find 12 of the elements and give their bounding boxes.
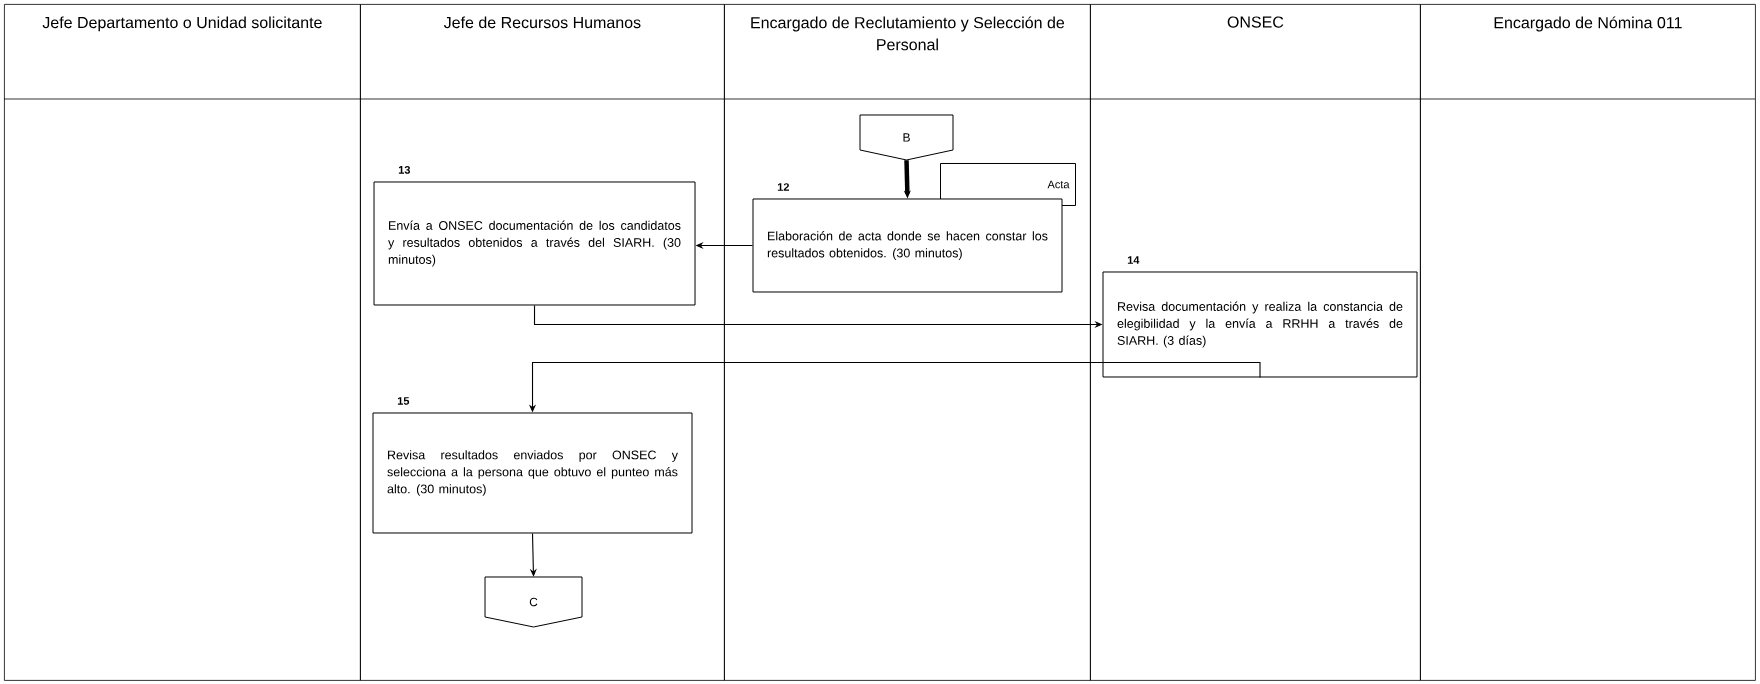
process-box: Envía a ONSEC documentación de los candidatos y resultados obtenidos a través del SIARH. (30 minutos) bbox=[373, 181, 696, 306]
process-box: Elaboración de acta donde se hacen constar los resultados obtenidos. (30 minutos) bbox=[752, 198, 1063, 293]
step-number: 13 bbox=[398, 166, 411, 174]
step-number: 15 bbox=[397, 397, 410, 405]
swimlane: Jefe Departamento o Unidad solicitante bbox=[4, 4, 361, 681]
process-box: Revisa documentación y realiza la constancia de elegibilidad y la envía a RRHH a través de SIARH. (3 días) bbox=[1102, 271, 1418, 378]
off-page-connector: C bbox=[484, 576, 583, 628]
off-page-connector: B bbox=[859, 114, 954, 161]
step-number: 12 bbox=[777, 183, 789, 191]
process-box: Revisa resultados enviados por ONSEC y selecciona a la persona que obtuvo el punteo más alto. (30 minutos) bbox=[372, 412, 693, 534]
swimlane: Encargado de Nómina 011 bbox=[1420, 4, 1756, 681]
step-number: 14 bbox=[1127, 256, 1140, 264]
